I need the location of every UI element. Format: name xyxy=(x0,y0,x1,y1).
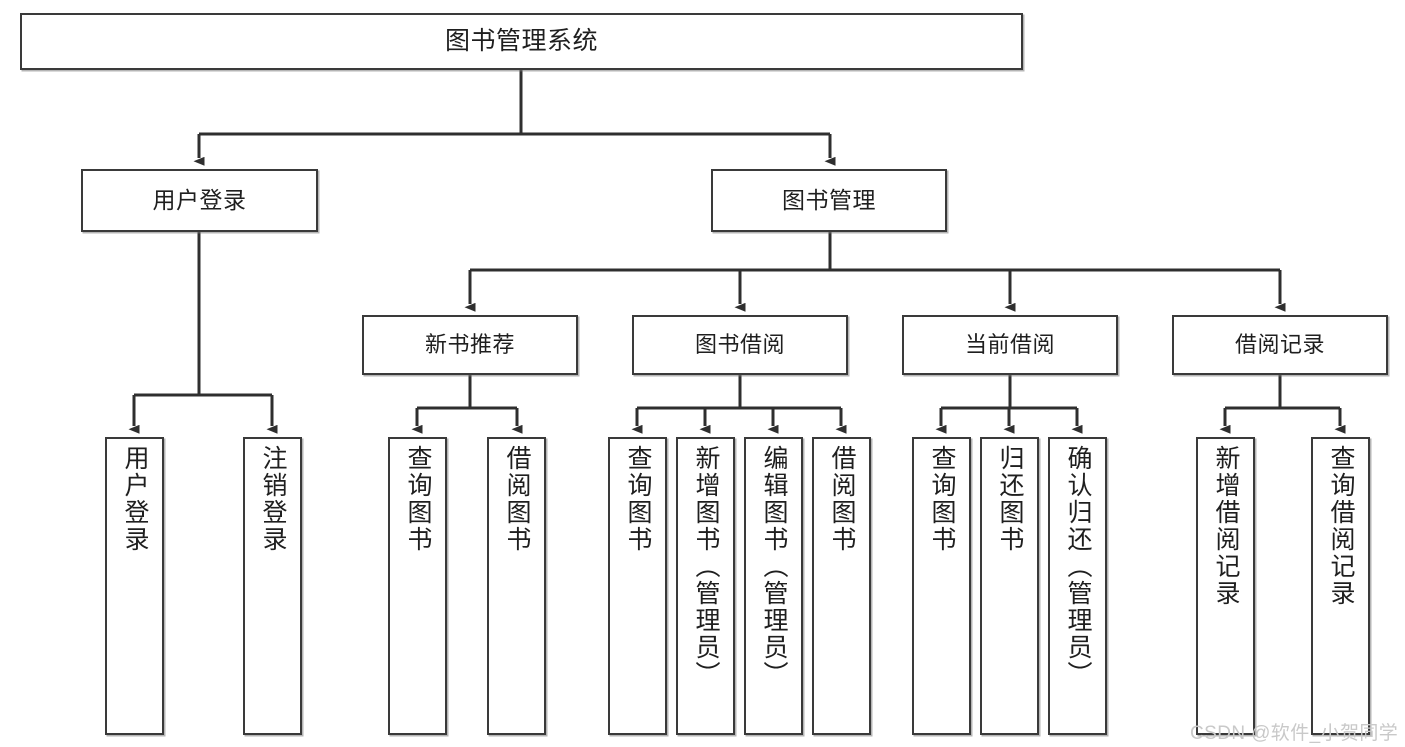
leaf-node-label: 查询图书 xyxy=(928,445,956,553)
leaf-node-label: 新增借阅记录 xyxy=(1212,445,1240,607)
node-book-borrow-label: 图书借阅 xyxy=(694,332,785,358)
leaf-node[interactable]: 用户登录 xyxy=(105,437,164,735)
leaf-node[interactable]: 注销登录 xyxy=(243,437,302,735)
leaf-node[interactable]: 借阅图书 xyxy=(812,437,871,735)
leaf-node-label: 查询借阅记录 xyxy=(1327,445,1355,607)
leaf-node-label: 注销登录 xyxy=(259,445,287,553)
leaf-node[interactable]: 编辑图书（管理员） xyxy=(744,437,803,735)
node-new-book-recommend-label: 新书推荐 xyxy=(424,332,515,358)
leaf-node-label: 查询图书 xyxy=(404,445,432,553)
leaf-node-label: 借阅图书 xyxy=(503,445,531,553)
node-borrow-record[interactable]: 借阅记录 xyxy=(1172,315,1388,375)
node-root-label: 图书管理系统 xyxy=(444,27,598,55)
leaf-node[interactable]: 查询图书 xyxy=(912,437,971,735)
node-book-management[interactable]: 图书管理 xyxy=(711,169,947,232)
leaf-node[interactable]: 查询借阅记录 xyxy=(1311,437,1370,735)
leaf-node[interactable]: 借阅图书 xyxy=(487,437,546,735)
csdn-watermark: CSDN @软件_小贺同学 xyxy=(1190,723,1399,744)
leaf-node[interactable]: 查询图书 xyxy=(608,437,667,735)
node-current-borrow-label: 当前借阅 xyxy=(964,332,1055,358)
leaf-node-label: 归还图书 xyxy=(996,445,1024,553)
leaf-node[interactable]: 归还图书 xyxy=(980,437,1039,735)
node-book-borrow[interactable]: 图书借阅 xyxy=(632,315,848,375)
leaf-node[interactable]: 新增借阅记录 xyxy=(1196,437,1255,735)
leaf-node-label: 确认归还（管理员） xyxy=(1064,445,1092,688)
leaf-node-label: 查询图书 xyxy=(624,445,652,553)
leaf-node[interactable]: 新增图书（管理员） xyxy=(676,437,735,735)
node-user-login[interactable]: 用户登录 xyxy=(81,169,318,232)
leaf-node-label: 用户登录 xyxy=(121,445,149,553)
node-borrow-record-label: 借阅记录 xyxy=(1234,332,1325,358)
node-root[interactable]: 图书管理系统 xyxy=(20,13,1023,70)
leaf-node-label: 新增图书（管理员） xyxy=(692,445,720,688)
node-current-borrow[interactable]: 当前借阅 xyxy=(902,315,1118,375)
leaf-node-label: 借阅图书 xyxy=(828,445,856,553)
node-book-management-label: 图书管理 xyxy=(782,187,876,214)
leaf-node[interactable]: 确认归还（管理员） xyxy=(1048,437,1107,735)
leaf-node[interactable]: 查询图书 xyxy=(388,437,447,735)
leaf-node-label: 编辑图书（管理员） xyxy=(760,445,788,688)
node-user-login-label: 用户登录 xyxy=(152,187,247,214)
node-new-book-recommend[interactable]: 新书推荐 xyxy=(362,315,578,375)
